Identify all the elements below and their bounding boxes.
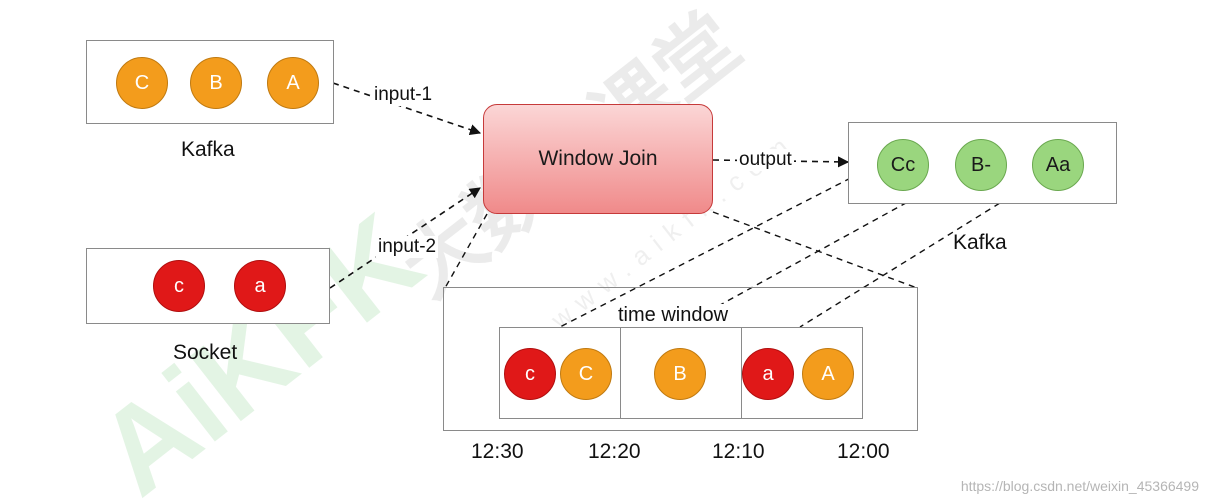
socket-source-box: c a (86, 248, 330, 324)
link-Aa (799, 179, 1038, 328)
kafka-source-item-B: B (190, 57, 242, 109)
footer-url: https://blog.csdn.net/weixin_45366499 (960, 478, 1199, 494)
window-join-node: Window Join (483, 104, 713, 214)
time-window-slot-1: c C (500, 328, 621, 418)
edge-label-output: output (737, 149, 794, 171)
slot3-item-a: a (742, 348, 794, 400)
timestamp-1210: 12:10 (712, 440, 765, 463)
time-window-slot-3: a A (742, 328, 864, 418)
timestamp-1200: 12:00 (837, 440, 890, 463)
kafka-source-item-A: A (267, 57, 319, 109)
link-Bm (679, 175, 956, 328)
edge-label-input2: input-2 (376, 236, 439, 258)
slot1-item-C: C (560, 348, 612, 400)
time-window-label: time window (616, 304, 731, 327)
socket-source-item-a: a (234, 260, 286, 312)
kafka-sink-box: Cc B- Aa (848, 122, 1117, 204)
kafka-source-box: C B A (86, 40, 334, 124)
kafka-source-label: Kafka (181, 138, 235, 161)
kafka-sink-item-Cc: Cc (877, 139, 929, 191)
kafka-sink-item-B-: B- (955, 139, 1007, 191)
kafka-source-item-C: C (116, 57, 168, 109)
socket-source-label: Socket (173, 341, 238, 364)
window-join-label: Window Join (538, 147, 658, 170)
kafka-sink-item-Aa: Aa (1032, 139, 1084, 191)
edge-label-input1: input-1 (372, 84, 435, 106)
slot1-item-c: c (504, 348, 556, 400)
link-Cc (559, 162, 881, 328)
edge-window-left (444, 213, 488, 289)
edge-input1 (332, 82, 482, 136)
time-window-inner: c C B a A (499, 327, 863, 419)
slot3-item-A: A (802, 348, 854, 400)
timestamp-1230: 12:30 (471, 440, 524, 463)
time-window-slot-2: B (621, 328, 742, 418)
kafka-sink-label: Kafka (953, 231, 1007, 254)
time-window-outer (443, 287, 918, 431)
edge-window-right (712, 211, 918, 289)
socket-source-item-c: c (153, 260, 205, 312)
timestamp-1220: 12:20 (588, 440, 641, 463)
slot2-item-B: B (654, 348, 706, 400)
